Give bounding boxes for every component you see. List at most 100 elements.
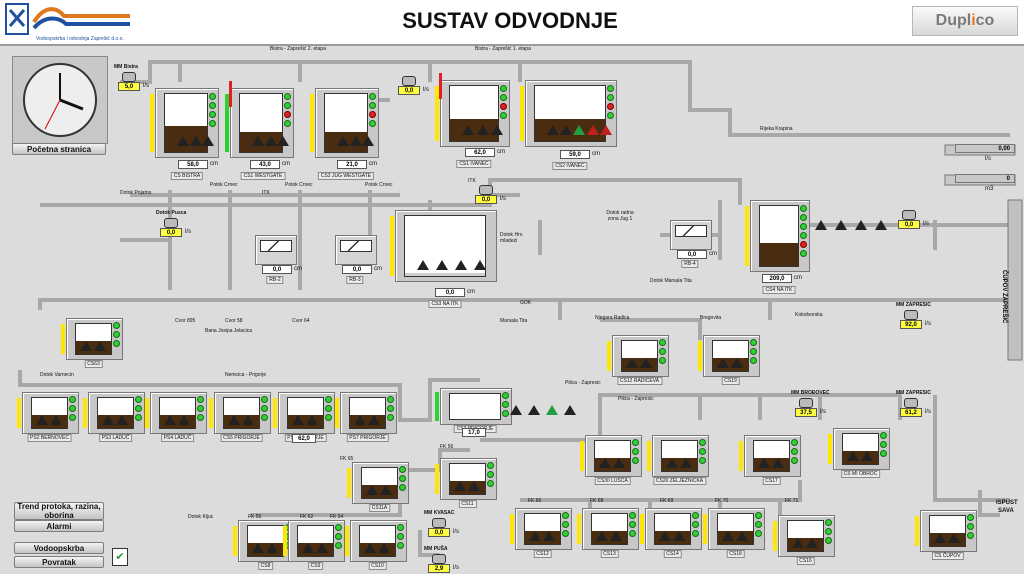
pump-icon[interactable] (50, 415, 62, 425)
station-tank[interactable] (390, 210, 497, 282)
small-station-name[interactable]: PS4 LADUĆ (160, 434, 195, 442)
small-station-name[interactable]: CS ČUPOV (931, 552, 964, 560)
station-tank[interactable] (150, 88, 219, 158)
small-station-tank[interactable] (345, 520, 407, 562)
flow-meter-icon[interactable] (904, 398, 918, 408)
pump-icon[interactable] (228, 415, 240, 425)
alarms-button[interactable]: Alarmi (14, 520, 104, 532)
pump-icon[interactable] (934, 533, 946, 543)
pump-icon[interactable] (264, 136, 277, 146)
small-station-name[interactable]: CS10 (368, 562, 387, 570)
station-name[interactable]: RB-4 (681, 260, 699, 268)
station-name[interactable]: CS2 IVANEC (552, 162, 588, 170)
flow-meter-icon[interactable] (432, 554, 446, 564)
small-station-tank[interactable] (347, 462, 409, 504)
pump-icon[interactable] (380, 485, 392, 495)
back-button[interactable]: Povratak (14, 556, 104, 568)
small-station-name[interactable]: CS16 (796, 557, 815, 565)
pump-icon[interactable] (468, 481, 480, 491)
pump-icon[interactable] (378, 543, 390, 553)
station-name[interactable]: CS1 WESTGATE (240, 172, 286, 180)
small-station-tank[interactable] (580, 435, 642, 477)
pump-icon[interactable] (491, 125, 504, 135)
pump-icon[interactable] (875, 220, 887, 230)
pump-icon[interactable] (252, 136, 264, 146)
small-station-name[interactable]: CS17 (762, 477, 781, 485)
small-station-tank[interactable] (435, 458, 497, 500)
small-station-name[interactable]: CS11A (368, 504, 391, 512)
small-station-name[interactable]: CS13 (600, 550, 619, 558)
pump-icon[interactable] (476, 125, 489, 135)
home-button[interactable]: Početna stranica (12, 143, 106, 155)
station-tank[interactable] (225, 81, 294, 158)
station-tank[interactable] (520, 80, 617, 147)
pump-icon[interactable] (806, 538, 818, 548)
small-station-name[interactable]: CS14 (663, 550, 682, 558)
small-station-tank[interactable] (510, 508, 572, 550)
station-tank[interactable] (310, 88, 379, 158)
pump-icon[interactable] (613, 458, 625, 468)
small-station-name[interactable]: CS30 LUSCA (594, 477, 631, 485)
pump-icon[interactable] (178, 415, 190, 425)
pump-icon[interactable] (252, 543, 264, 553)
pump-icon[interactable] (454, 481, 466, 491)
pump-icon[interactable] (640, 358, 652, 368)
station-name[interactable]: CS1 IVANEC (456, 160, 492, 168)
pump-icon[interactable] (626, 358, 638, 368)
small-station-tank[interactable] (703, 508, 765, 550)
small-station-tank[interactable] (828, 428, 890, 470)
small-station-tank[interactable] (17, 392, 79, 434)
station-name[interactable]: CS4 NA ITK (762, 286, 796, 294)
station-tank[interactable] (435, 73, 510, 147)
small-station-tank[interactable] (577, 508, 639, 550)
flow-meter-icon[interactable] (904, 310, 918, 320)
pump-icon[interactable] (277, 136, 290, 146)
pump-icon[interactable] (564, 405, 576, 415)
pump-icon[interactable] (292, 415, 304, 425)
flow-meter-icon[interactable] (799, 398, 813, 408)
trend-button[interactable]: Trend protoka, razina, oborina (14, 502, 104, 520)
small-station-name[interactable]: CS MI OBROC (840, 470, 881, 478)
pump-icon[interactable] (736, 531, 748, 541)
pump-icon[interactable] (792, 538, 804, 548)
pump-icon[interactable] (368, 415, 380, 425)
pump-icon[interactable] (659, 531, 671, 541)
pump-icon[interactable] (543, 531, 555, 541)
small-station-tank[interactable] (61, 318, 123, 360)
pump-icon[interactable] (362, 136, 375, 146)
flow-meter-icon[interactable] (122, 72, 136, 82)
small-station-name[interactable]: CS63 (84, 360, 103, 368)
pump-icon[interactable] (610, 531, 622, 541)
pump-icon[interactable] (510, 405, 522, 415)
pump-icon[interactable] (306, 415, 318, 425)
pump-icon[interactable] (116, 415, 128, 425)
pump-icon[interactable] (436, 260, 448, 270)
flow-meter-icon[interactable] (164, 218, 178, 228)
small-station-tank[interactable] (83, 392, 145, 434)
small-station-name[interactable]: PS3 LADUĆ (98, 434, 133, 442)
pump-icon[interactable] (596, 531, 608, 541)
pump-icon[interactable] (680, 458, 692, 468)
pump-icon[interactable] (177, 136, 189, 146)
pump-icon[interactable] (366, 485, 378, 495)
pump-icon[interactable] (948, 533, 960, 543)
pump-icon[interactable] (337, 136, 349, 146)
station-name[interactable]: CS2 JUG WESTGATE (317, 172, 375, 180)
small-station-name[interactable]: PS7 PRIGORJE (346, 434, 389, 442)
small-station-name[interactable]: CS12 (533, 550, 552, 558)
pump-icon[interactable] (758, 458, 770, 468)
station-name[interactable]: CS3 NA ITK (428, 300, 462, 308)
small-station-name[interactable]: CS19 (721, 377, 740, 385)
small-station-name[interactable]: CS9 (307, 562, 324, 570)
pump-icon[interactable] (599, 458, 611, 468)
pump-icon[interactable] (462, 125, 474, 135)
pump-icon[interactable] (731, 358, 743, 368)
small-station-tank[interactable] (273, 392, 335, 434)
small-station-tank[interactable] (739, 435, 801, 477)
small-station-tank[interactable] (698, 335, 760, 377)
pump-icon[interactable] (242, 415, 254, 425)
station-tank[interactable] (670, 220, 712, 250)
station-name[interactable]: RB-2 (266, 276, 284, 284)
pump-icon[interactable] (586, 125, 599, 135)
flow-meter-icon[interactable] (902, 210, 916, 220)
